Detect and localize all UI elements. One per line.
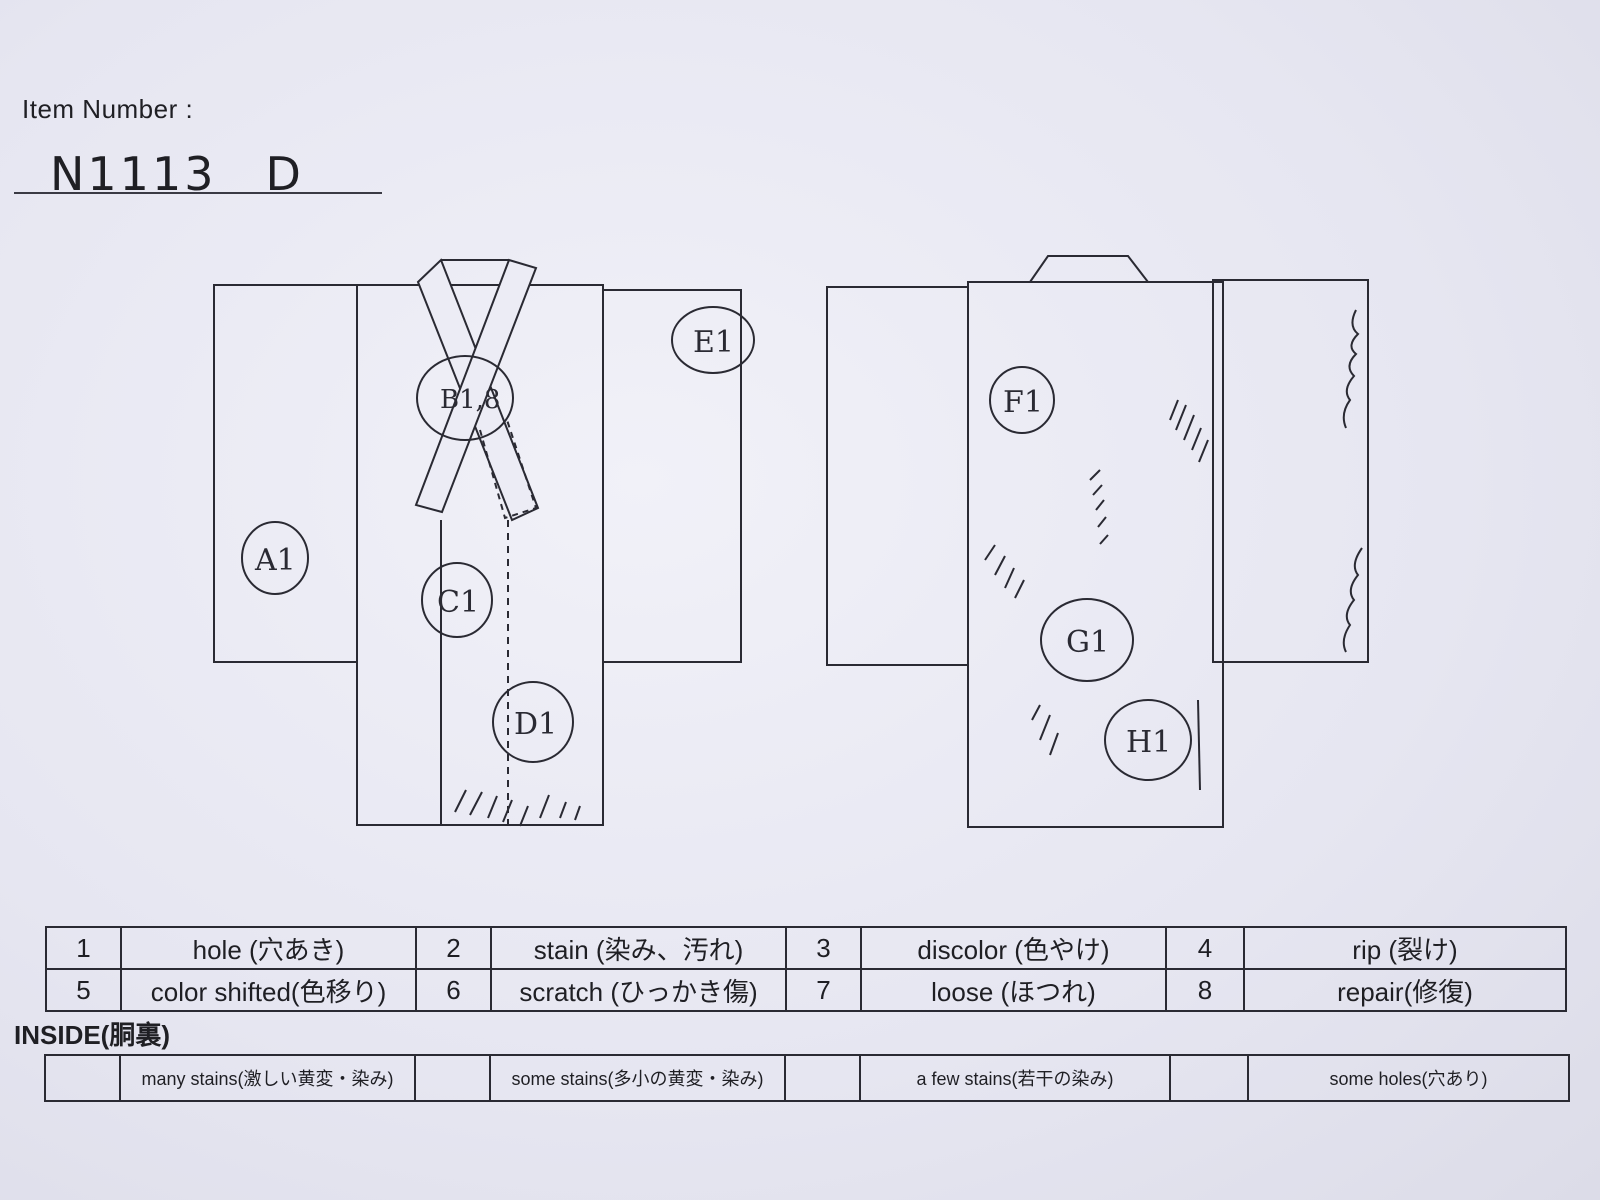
mark-label-h1: H1 (1126, 725, 1171, 760)
front-hem-hatching (454, 789, 581, 827)
mark-circle-a1 (241, 521, 309, 595)
inside-checkbox-some-stains[interactable] (414, 1054, 491, 1102)
back-left-sleeve (826, 286, 969, 666)
mark-label-e1: E1 (693, 325, 734, 360)
legend-number: 3 (785, 926, 862, 970)
inside-checkbox-few-stains[interactable] (784, 1054, 861, 1102)
legend-row: 1 hole (穴あき) 2 stain (染み、汚れ) 3 discolor … (45, 926, 1567, 970)
kimono-diagram: A1 B1,8 C1 D1 E1 F1 G1 H1 (213, 255, 1369, 828)
legend-number: 7 (785, 968, 862, 1012)
mark-label-c1: C1 (437, 585, 479, 620)
front-right-sleeve (602, 289, 742, 663)
mark-label-a1: A1 (254, 543, 296, 578)
legend-text: color shifted(色移り) (120, 968, 417, 1012)
back-hatching-lower (1031, 704, 1059, 756)
inside-option-text: some stains(多小の黄変・染み) (489, 1054, 786, 1102)
legend-text: discolor (色やけ) (860, 926, 1167, 970)
back-hatching-middle (1089, 469, 1109, 545)
back-body (967, 281, 1224, 828)
inside-option-text: many stains(激しい黄変・染み) (119, 1054, 416, 1102)
legend-number: 6 (415, 968, 492, 1012)
inside-lining-table: many stains(激しい黄変・染み) some stains(多小の黄変・… (44, 1054, 1570, 1102)
legend-number: 4 (1165, 926, 1245, 970)
mark-circle-g1 (1040, 598, 1134, 682)
back-hatching-upper (1169, 399, 1209, 463)
mark-circle-h1 (1104, 699, 1192, 781)
mark-label-f1: F1 (1003, 385, 1043, 420)
legend-number: 2 (415, 926, 492, 970)
inside-option-text: a few stains(若干の染み) (859, 1054, 1171, 1102)
legend-text: stain (染み、汚れ) (490, 926, 787, 970)
front-collar-under (479, 419, 538, 520)
mark-circle-d1 (492, 681, 574, 763)
item-number-underline (14, 192, 382, 194)
mark-circle-b1 (416, 355, 514, 441)
legend-text: rip (裂け) (1243, 926, 1567, 970)
inside-row: many stains(激しい黄変・染み) some stains(多小の黄変・… (44, 1054, 1570, 1102)
front-collar-right (414, 258, 538, 514)
mark-label-g1: G1 (1066, 625, 1109, 660)
inside-option-text: some holes(穴あり) (1247, 1054, 1570, 1102)
front-left-sleeve (213, 284, 358, 663)
front-view-outline (213, 258, 742, 827)
legend-number: 8 (1165, 968, 1245, 1012)
back-right-sleeve (1212, 279, 1369, 663)
mark-label-b1: B1,8 (440, 385, 500, 415)
item-number-label: Item Number : (22, 94, 194, 124)
inside-checkbox-many-stains[interactable] (44, 1054, 121, 1102)
back-stray-mark (1197, 699, 1201, 791)
legend-number: 1 (45, 926, 122, 970)
inside-checkbox-some-holes[interactable] (1169, 1054, 1249, 1102)
mark-label-d1: D1 (514, 707, 557, 742)
back-collar (1028, 255, 1151, 283)
legend-text: repair(修復) (1243, 968, 1567, 1012)
mark-circle-e1 (671, 306, 755, 374)
sleeve-rip-lower (1342, 547, 1363, 653)
legend-text: hole (穴あき) (120, 926, 417, 970)
back-hatching-left (984, 544, 1025, 599)
legend-text: loose (ほつれ) (860, 968, 1167, 1012)
back-view-outline (826, 255, 1369, 828)
mark-circle-c1 (421, 562, 493, 638)
legend-text: scratch (ひっかき傷) (490, 968, 787, 1012)
inside-lining-label: INSIDE(胴裏) (14, 1020, 171, 1050)
sleeve-rip-upper (1342, 309, 1360, 429)
legend-row: 5 color shifted(色移り) 6 scratch (ひっかき傷) 7… (45, 968, 1567, 1012)
damage-legend-table: 1 hole (穴あき) 2 stain (染み、汚れ) 3 discolor … (45, 926, 1567, 1012)
legend-number: 5 (45, 968, 122, 1012)
mark-circle-f1 (989, 366, 1055, 434)
